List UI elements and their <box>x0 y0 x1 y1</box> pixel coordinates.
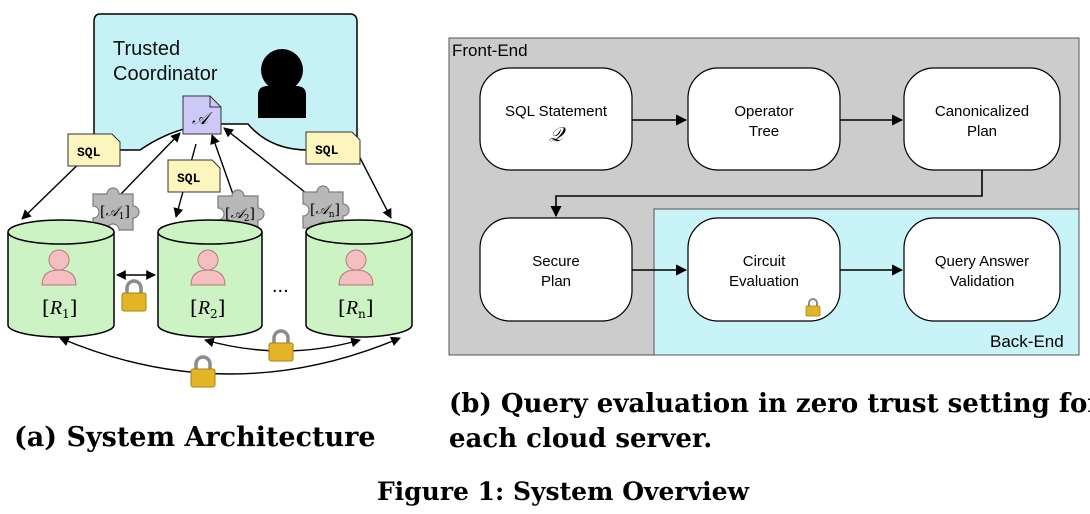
node-query-answer-validation: Query Answer Validation <box>903 217 1061 322</box>
server-1-label: [R1] <box>42 295 77 321</box>
sql-tag-middle-label: SQL <box>177 171 201 186</box>
server-n-label: [Rn] <box>338 295 374 321</box>
node-circuit-evaluation-line1: Circuit <box>743 253 786 270</box>
panel-a-system-architecture: Trusted Coordinator 𝒜 <box>7 13 413 453</box>
servers-ellipsis: ... <box>272 275 289 297</box>
back-end-label: Back-End <box>990 332 1064 351</box>
lock-icon-r2-rn <box>267 329 295 363</box>
node-canonicalized-plan-line1: Canonicalized <box>935 103 1029 120</box>
share-puzzle-n: [𝒜n] <box>302 185 350 229</box>
node-circuit-evaluation-line2: Evaluation <box>729 273 799 290</box>
figure-caption: Figure 1: System Overview <box>377 477 751 506</box>
node-sql-statement: SQL Statement 𝒬 <box>479 67 633 171</box>
caption-a: (a) System Architecture <box>14 422 376 453</box>
sql-tag-left-label: SQL <box>77 145 101 160</box>
node-operator-tree-line2: Tree <box>749 123 779 140</box>
algorithm-symbol: 𝒜 <box>192 109 213 128</box>
node-sql-statement-line1: SQL Statement <box>505 103 608 120</box>
node-canonicalized-plan-line2: Plan <box>967 123 997 140</box>
front-end-label: Front-End <box>452 41 528 60</box>
server-cylinder-n: [Rn] <box>305 219 413 338</box>
coordinator-title-line2: Coordinator <box>113 63 218 85</box>
server-cylinder-2: [R2] <box>157 219 263 338</box>
node-query-answer-validation-line1: Query Answer <box>935 253 1029 270</box>
node-secure-plan-line1: Secure <box>532 253 580 270</box>
coordinator-title-line1: Trusted <box>113 38 180 60</box>
sql-tag-middle: SQL <box>167 159 221 193</box>
node-operator-tree-line1: Operator <box>734 103 793 120</box>
node-secure-plan-line2: Plan <box>541 273 571 290</box>
panel-b-flow-arrows <box>550 114 983 276</box>
caption-b-line1: (b) Query evaluation in zero trust setti… <box>449 389 1090 419</box>
algorithm-document-icon: 𝒜 <box>182 95 222 135</box>
lock-icon-r1-r2 <box>120 279 148 313</box>
node-sql-statement-line2: 𝒬 <box>549 124 567 146</box>
node-operator-tree: Operator Tree <box>687 67 841 171</box>
panel-b-query-evaluation: Front-End Back-End SQL Statement 𝒬 Opera… <box>448 37 1090 454</box>
sql-tag-right: SQL <box>305 131 361 165</box>
share-puzzle-2: [𝒜2] <box>217 189 265 233</box>
lock-icon-r1-rn <box>189 355 217 389</box>
caption-b-line2: each cloud server. <box>449 424 712 454</box>
server-cylinder-1: [R1] <box>7 219 115 338</box>
trusted-coordinator: Trusted Coordinator 𝒜 <box>93 13 358 151</box>
node-canonicalized-plan: Canonicalized Plan <box>903 67 1061 171</box>
node-secure-plan: Secure Plan <box>479 217 633 322</box>
share-puzzle-1: [𝒜1] <box>92 187 140 231</box>
node-query-answer-validation-line2: Validation <box>950 273 1015 290</box>
sql-tag-right-label: SQL <box>315 143 339 158</box>
share-2-label: [𝒜2] <box>225 206 255 224</box>
sql-tag-left: SQL <box>67 133 121 167</box>
server-2-label: [R2] <box>190 295 225 321</box>
share-1-label: [𝒜1] <box>100 204 130 222</box>
node-circuit-evaluation: Circuit Evaluation <box>687 217 841 322</box>
user-silhouette-icon <box>258 49 306 118</box>
share-n-label: [𝒜n] <box>310 202 340 220</box>
